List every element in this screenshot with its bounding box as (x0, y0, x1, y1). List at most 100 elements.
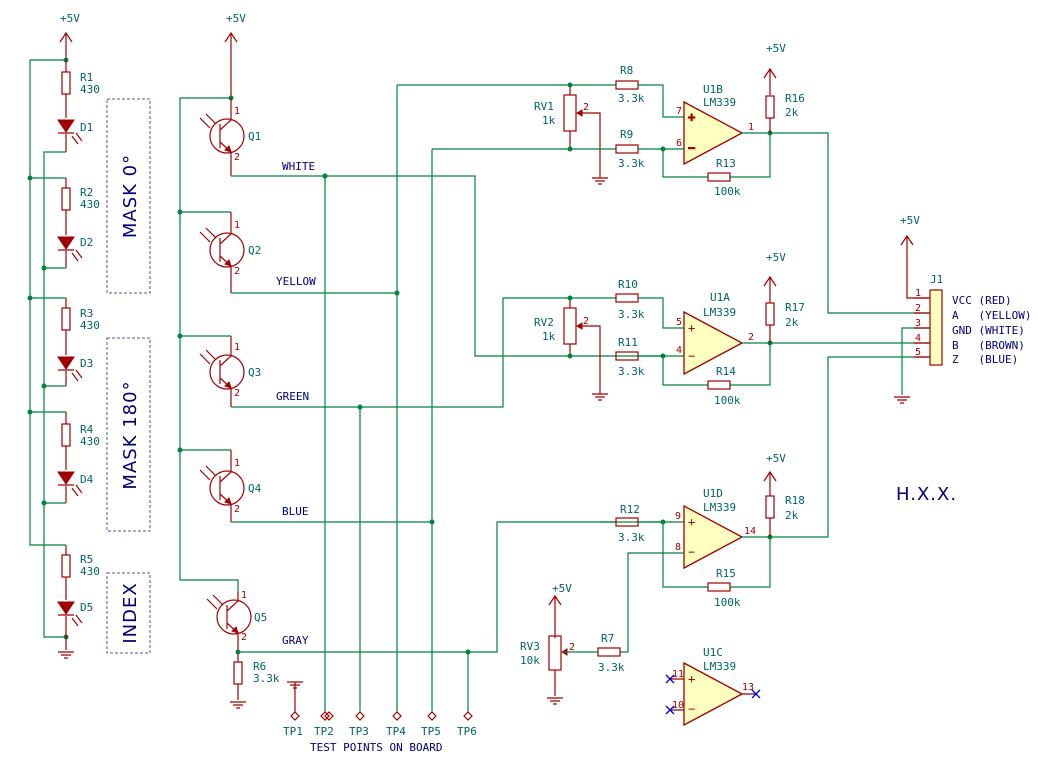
r7-value: 3.3k (598, 661, 625, 674)
q3-pin2: 2 (234, 388, 240, 399)
comparator-u1a: 2 RV2 1k R10 3.3k R11 3.3k + − 5 4 2 U1A… (534, 251, 930, 407)
u1c-pin-minus: 10 (672, 700, 684, 711)
u1b-ref: U1B (703, 83, 723, 96)
rv2-wiper-pin: 2 (583, 316, 589, 327)
rv3-ref: RV3 (520, 640, 540, 653)
led-chain: +5V R1 430 D1 R2 430 D2 R3 430 D3 (27, 12, 100, 659)
d4-ref: D4 (80, 473, 94, 486)
r2-ref: R2 (80, 186, 93, 199)
svg-text:−: − (688, 702, 695, 716)
r15-ref: R15 (716, 567, 736, 580)
r12-ref: R12 (620, 503, 640, 516)
j1-pin3-label: GND (WHITE) (952, 324, 1025, 337)
tp1-label: TP1 (283, 725, 303, 738)
power-label-vcc-4: +5V (766, 251, 786, 264)
q5-pin1: 1 (241, 590, 247, 601)
r8-ref: R8 (620, 64, 633, 77)
net-blue: BLUE (282, 505, 309, 518)
j1-pin5-num: 5 (915, 347, 921, 358)
q5-pin2: 2 (241, 632, 247, 643)
mask-labels: MASK 0° MASK 180° INDEX (106, 98, 151, 654)
u1c-part: LM339 (703, 660, 736, 673)
u1a-pin-out: 2 (748, 332, 754, 343)
u1b-pin-minus: 6 (676, 138, 682, 149)
svg-text:−: − (688, 349, 695, 363)
r6-ref: R6 (253, 660, 266, 673)
r10-ref: R10 (618, 278, 638, 291)
r11-value: 3.3k (618, 365, 645, 378)
rv1-value: 1k (542, 114, 556, 127)
u1d-pin-out: 14 (744, 526, 756, 537)
u1d-pin-plus: 9 (675, 511, 681, 522)
rv3-wiper-pin: 2 (569, 642, 575, 653)
u1a-pin-minus: 4 (676, 345, 682, 356)
r2-value: 430 (80, 198, 100, 211)
comparator-u1c-unused: + − 11 10 13 U1C LM339 (665, 646, 761, 727)
j1-pin4-label: B (BROWN) (952, 339, 1025, 352)
r17-value: 2k (785, 316, 799, 329)
svg-text:−: − (688, 141, 695, 155)
q4-pin2: 2 (234, 504, 240, 515)
r6-value: 3.3k (253, 672, 280, 685)
r9-value: 3.3k (618, 157, 645, 170)
r5-ref: R5 (80, 553, 93, 566)
d2-ref: D2 (80, 236, 93, 249)
d3-ref: D3 (80, 357, 93, 370)
power-label-vcc-3: +5V (766, 42, 786, 55)
svg-text:−: − (688, 545, 695, 559)
test-points-caption: TEST POINTS ON BOARD (310, 741, 442, 754)
q1-ref: Q1 (248, 130, 261, 143)
rv2-value: 1k (542, 330, 556, 343)
u1b-part: LM339 (703, 96, 736, 109)
r5-value: 430 (80, 565, 100, 578)
svg-text:+: + (688, 515, 695, 529)
mask-180-label: MASK 180° (120, 380, 141, 489)
u1a-part: LM339 (703, 306, 736, 319)
r16-ref: R16 (785, 92, 805, 105)
q1-pin1: 1 (234, 106, 240, 117)
q3-pin1: 1 (234, 342, 240, 353)
r7-ref: R7 (601, 632, 614, 645)
tp3-label: TP3 (349, 725, 369, 738)
u1d-pin-minus: 8 (675, 542, 681, 553)
r13-ref: R13 (716, 157, 736, 170)
r14-value: 100k (714, 394, 741, 407)
j1-pin2-num: 2 (915, 303, 921, 314)
r9-ref: R9 (620, 128, 633, 141)
svg-text:+: + (688, 321, 695, 335)
q2-ref: Q2 (248, 244, 261, 257)
q1-pin2: 2 (234, 152, 240, 163)
r1-value: 430 (80, 83, 100, 96)
u1d-ref: U1D (703, 487, 723, 500)
r1-ref: R1 (80, 71, 93, 84)
tp5-label: TP5 (421, 725, 441, 738)
power-label-vcc-7: +5V (900, 214, 920, 227)
net-green: GREEN (276, 390, 309, 403)
signal-wires: WHITE YELLOW GREEN BLUE GRAY (231, 84, 663, 712)
rv3-value: 10k (520, 654, 540, 667)
q3-ref: Q3 (248, 366, 261, 379)
power-label-vcc-2: +5V (226, 12, 246, 25)
tp2-label: TP2 (314, 725, 334, 738)
j1-pin2-label: A (YELLOW) (952, 309, 1031, 322)
phototransistors: +5V 12 Q1 12 Q2 12 Q3 12 Q4 12 Q5 (177, 12, 280, 709)
r18-value: 2k (785, 509, 799, 522)
index-label: INDEX (120, 582, 141, 643)
tp4-label: TP4 (386, 725, 406, 738)
u1a-ref: U1A (710, 291, 730, 304)
designer-signature: H.X.X. (896, 484, 957, 505)
u1c-pin-out: 13 (742, 682, 754, 693)
r16-value: 2k (785, 106, 799, 119)
r4-value: 430 (80, 435, 100, 448)
connector-j1: +5V J1 1 2 3 4 5 VCC (RED) A (YELLOW) GN… (894, 214, 1031, 404)
r12-value: 3.3k (618, 531, 645, 544)
svg-text:+: + (688, 672, 695, 686)
j1-pin4-num: 4 (915, 333, 921, 344)
d5-ref: D5 (80, 601, 93, 614)
net-white: WHITE (282, 160, 315, 173)
r17-ref: R17 (785, 301, 805, 314)
q5-ref: Q5 (254, 611, 267, 624)
r14-ref: R14 (716, 365, 736, 378)
comparator-u1b: 2 RV1 1k R8 3.3k R9 3.3k + − 7 6 1 U1B L… (534, 42, 930, 314)
